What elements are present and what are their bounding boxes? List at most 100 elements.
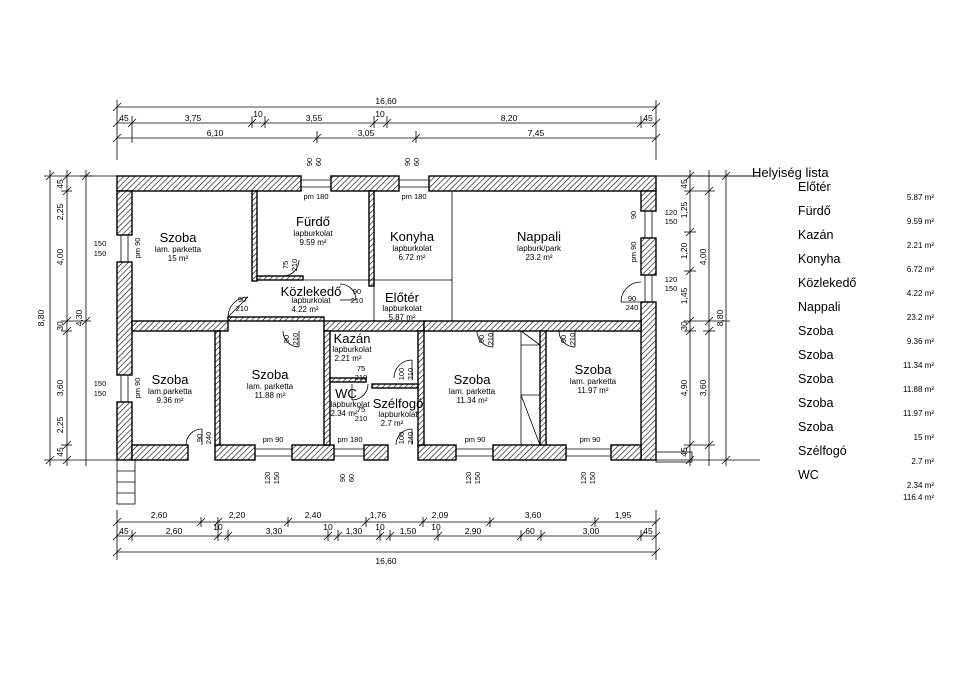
room-list-area: 9.59 m² bbox=[907, 217, 934, 226]
opening-label: 210 bbox=[568, 333, 577, 346]
opening-label: 90 bbox=[238, 295, 246, 304]
dim-bottom-segment: 1,50 bbox=[400, 526, 417, 536]
room-list-area: 4.22 m² bbox=[907, 289, 934, 298]
room-area: 23.2 m² bbox=[525, 253, 552, 262]
opening-label: 120 bbox=[464, 472, 473, 485]
room-list-name: Nappali bbox=[798, 300, 840, 314]
top-dimensions: 16,60 45 3,75 10 3,55 10 8,20 45 6,10 3,… bbox=[112, 96, 661, 160]
opening-label: 240 bbox=[626, 303, 639, 312]
room-area: 11.34 m² bbox=[457, 396, 488, 405]
dim-top-segment: 7,45 bbox=[528, 128, 545, 138]
room-list-name: Előtér bbox=[798, 180, 831, 194]
dim-bottom-segment: 45 bbox=[119, 526, 129, 536]
room-area: 15 m² bbox=[168, 254, 189, 263]
room-wc: WC lapburkolat 2.34 m² bbox=[330, 386, 370, 418]
opening-label: 150 bbox=[473, 472, 482, 485]
room-name: Szoba bbox=[160, 230, 198, 245]
dim-right-total: 8,80 bbox=[715, 309, 725, 326]
opening-label: 90 bbox=[195, 434, 204, 442]
opening-label: 75 bbox=[357, 405, 365, 414]
room-list-name: Szélfogó bbox=[798, 444, 847, 458]
dim-top-segment: 6,10 bbox=[207, 128, 224, 138]
room-area: 9.36 m² bbox=[156, 396, 183, 405]
dim-bottom-segment: 2,90 bbox=[465, 526, 482, 536]
room-name: Szoba bbox=[575, 362, 613, 377]
room-list-area: 6.72 m² bbox=[907, 265, 934, 274]
dim-right-segment: 45 bbox=[679, 179, 689, 189]
opening-label: 90 bbox=[305, 158, 314, 166]
opening-label: 90 bbox=[353, 287, 361, 296]
opening-label: 150 bbox=[272, 472, 281, 485]
dim-bottom-segment: 10 bbox=[323, 522, 333, 532]
room-list-name: Közlekedő bbox=[798, 276, 856, 290]
room-area: 2.34 m² bbox=[330, 409, 357, 418]
opening-label: pm 90 bbox=[133, 378, 142, 399]
opening-label: 210 bbox=[290, 259, 299, 272]
dim-left-segment: 45 bbox=[55, 447, 65, 457]
dim-bottom-segment: 1,95 bbox=[615, 510, 632, 520]
room-list-area: 11.34 m² bbox=[903, 361, 934, 370]
room-szoba-3: Szoba lam. parketta 11.34 m² bbox=[449, 372, 496, 405]
room-list-area: 23.2 m² bbox=[907, 313, 934, 322]
room-floor: lam. parketta bbox=[570, 377, 617, 386]
room-name: WC bbox=[335, 386, 357, 401]
windows bbox=[120, 179, 653, 457]
opening-label: 210 bbox=[406, 368, 415, 381]
dim-right-segment: 30 bbox=[679, 321, 689, 331]
room-list-title: Helyiség lista bbox=[752, 165, 829, 180]
room-kazan: Kazán lapburkolat 2.21 m² bbox=[332, 331, 372, 363]
room-name: Közlekedő bbox=[281, 284, 342, 299]
opening-labels: pm 180 pm 180 90 60 90 60 pm 90 pm 90 15… bbox=[94, 158, 678, 484]
dim-bottom-segment: 1,30 bbox=[346, 526, 363, 536]
opening-label: 90 bbox=[403, 158, 412, 166]
opening-label: pm 90 bbox=[263, 435, 284, 444]
room-name: Szoba bbox=[152, 372, 190, 387]
room-szoba-nw: Szoba lam. parketta 15 m² bbox=[155, 230, 202, 263]
room-name: Nappali bbox=[517, 229, 561, 244]
dim-left-total: 8,80 bbox=[36, 309, 46, 326]
opening-label: 75 bbox=[357, 364, 365, 373]
room-nappali: Nappali lapburk/park 23.2 m² bbox=[517, 229, 562, 262]
dim-left-segment: 2,25 bbox=[55, 203, 65, 220]
opening-label: pm 180 bbox=[337, 435, 362, 444]
room-szoba-2: Szoba lam. parketta 11.88 m² bbox=[247, 367, 294, 400]
dim-top-segment: 8,20 bbox=[501, 113, 518, 123]
dim-top-segment: 10 bbox=[375, 109, 385, 119]
left-dimensions: 8,80 45 2,25 4,00 30 3,60 2,25 45 4,30 bbox=[36, 170, 120, 466]
room-list-name: WC bbox=[798, 468, 819, 482]
dim-bottom-segment: 10 bbox=[375, 522, 385, 532]
opening-label: 240 bbox=[406, 432, 415, 445]
room-list-name: Szoba bbox=[798, 372, 833, 386]
dim-top-segment: 45 bbox=[119, 113, 129, 123]
room-eloter: Előtér lapburkolat 5.87 m² bbox=[382, 290, 422, 322]
dim-top-segment: 45 bbox=[643, 113, 653, 123]
dim-left-segment: 45 bbox=[55, 179, 65, 189]
room-list-name: Szoba bbox=[798, 324, 833, 338]
room-szoba-sw: Szoba lam.parketta 9.36 m² bbox=[148, 372, 193, 405]
room-name: Szoba bbox=[454, 372, 492, 387]
room-floor: lam. parketta bbox=[449, 387, 496, 396]
room-name: Fürdő bbox=[296, 214, 330, 229]
room-name: Előtér bbox=[385, 290, 420, 305]
room-furdo: Fürdő lapburkolat 9.59 m² bbox=[293, 214, 333, 247]
dim-bottom-segment: 45 bbox=[643, 526, 653, 536]
dim-right-segment: 1,20 bbox=[679, 242, 689, 259]
room-floor: lapburkolat bbox=[332, 345, 372, 354]
opening-label: 120 bbox=[665, 275, 678, 284]
opening-label: 120 bbox=[579, 472, 588, 485]
room-szelfogo: Szélfogó lapburkolat 2.7 m² bbox=[373, 396, 424, 428]
dim-right-segment: 4,00 bbox=[698, 248, 708, 265]
room-area: 5.87 m² bbox=[388, 313, 415, 322]
dim-left-segment: 2,25 bbox=[55, 416, 65, 433]
room-szoba-se: Szoba lam. parketta 11.97 m² bbox=[570, 362, 617, 395]
dim-top-total: 16,60 bbox=[375, 96, 397, 106]
opening-label: pm 90 bbox=[465, 435, 486, 444]
dim-top-segment: 3,05 bbox=[358, 128, 375, 138]
opening-label: pm 90 bbox=[133, 238, 142, 259]
room-list-area: 11.88 m² bbox=[903, 385, 934, 394]
room-area: 4.22 m² bbox=[291, 305, 318, 314]
opening-label: 240 bbox=[204, 432, 213, 445]
room-floor: lam. parketta bbox=[155, 245, 202, 254]
dim-bottom-segment: 2,09 bbox=[432, 510, 449, 520]
dim-top-segment: 3,75 bbox=[185, 113, 202, 123]
